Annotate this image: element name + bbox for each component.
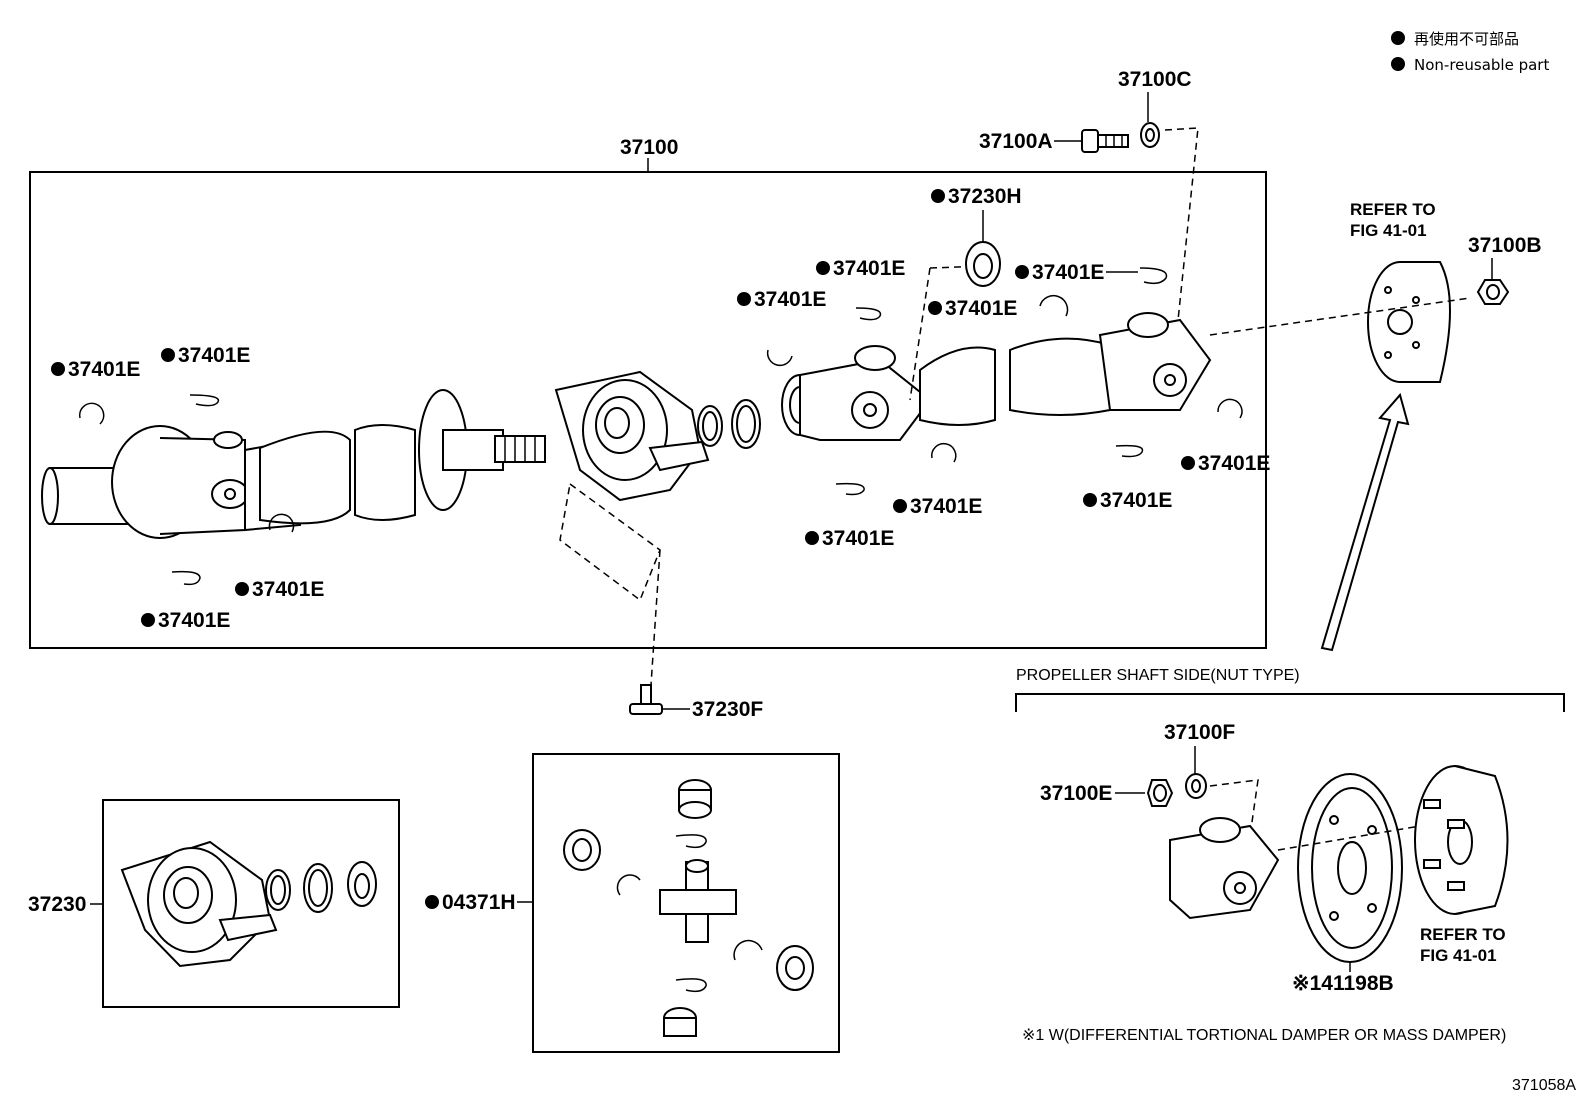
bearing-37230: [120, 840, 377, 968]
washer-37100c: 37100C: [1118, 68, 1199, 331]
label-snap-ring: 37401E: [1032, 261, 1104, 284]
bolt-37230f: 37230F: [629, 684, 763, 721]
rear-shaft: [781, 265, 1212, 441]
label-nut-e: 37100E: [1040, 782, 1112, 805]
label-bolt-f: 37230F: [692, 698, 763, 721]
label-snap-ring: 37401E: [945, 297, 1017, 320]
label-snap-ring: 37401E: [1100, 489, 1172, 512]
label-snap-ring: 37401E: [910, 495, 982, 518]
label-snap-ring: 37401E: [158, 609, 230, 632]
label-snap-ring: 37401E: [822, 527, 894, 550]
label-washer-c: 37100C: [1118, 68, 1192, 91]
damper-41198b: ※141198B: [1277, 773, 1421, 995]
nut-37100e: 37100E: [1040, 779, 1174, 807]
non-reusable-dot-icon: [1391, 31, 1405, 45]
nut-section-title: PROPELLER SHAFT SIDE(NUT TYPE): [1016, 667, 1300, 684]
label-damper: ※141198B: [1292, 972, 1394, 995]
label-snap-ring: 37401E: [1198, 452, 1270, 475]
label-assembly: 37100: [620, 136, 678, 159]
non-reusable-dot-icon: [1391, 57, 1405, 71]
bolt-37100a: 37100A: [979, 129, 1129, 153]
yoke-nut-type: [1169, 817, 1280, 920]
label-snap-ring: 37401E: [754, 288, 826, 311]
label-snap-ring: 37401E: [178, 344, 250, 367]
label-snap-ring: 37401E: [252, 578, 324, 601]
label-washer-f: 37100F: [1164, 721, 1235, 744]
label-refer-top-2: FIG 41-01: [1350, 221, 1427, 240]
rings: [697, 399, 761, 449]
washer-37100f: 37100F: [1164, 721, 1259, 851]
label-bearing: 37230: [28, 893, 86, 916]
label-refer-bottom-2: FIG 41-01: [1420, 946, 1497, 965]
label-bolt: 37100A: [979, 130, 1053, 153]
label-cushion: 37230H: [948, 185, 1022, 208]
legend: 再使用不可部品 Non-reusable part: [1391, 30, 1549, 74]
front-shaft: [41, 389, 546, 539]
center-bearing: [554, 370, 710, 701]
label-spider: 04371H: [442, 891, 516, 914]
label-snap-ring: 37401E: [68, 358, 140, 381]
spider-04371h: [563, 779, 814, 1037]
label-refer-top-1: REFER TO: [1350, 200, 1436, 219]
flange: REFER TO FIG 41-01: [1209, 200, 1471, 383]
cushion-37230h: 37230H: [931, 185, 1022, 287]
spider-box: [532, 753, 840, 1053]
label-snap-ring: 37401E: [833, 257, 905, 280]
footnote: ※1 W(DIFFERENTIAL TORTIONAL DAMPER OR MA…: [1022, 1027, 1506, 1044]
figure-id: 371058A: [1512, 1077, 1576, 1094]
legend-jp: 再使用不可部品: [1414, 30, 1519, 48]
label-nut-b: 37100B: [1468, 234, 1542, 257]
label-refer-bottom-1: REFER TO: [1420, 925, 1506, 944]
refer-arrow: [1320, 392, 1410, 652]
nut-37100b: 37100B: [1468, 234, 1542, 305]
nut-section-bracket: [1015, 693, 1565, 712]
companion-flange: REFER TO FIG 41-01: [1414, 765, 1509, 965]
legend-en: Non-reusable part: [1414, 56, 1549, 74]
snap-rings: 37401E 37401E 37401E 37401E 37401E 37401…: [51, 257, 1270, 632]
